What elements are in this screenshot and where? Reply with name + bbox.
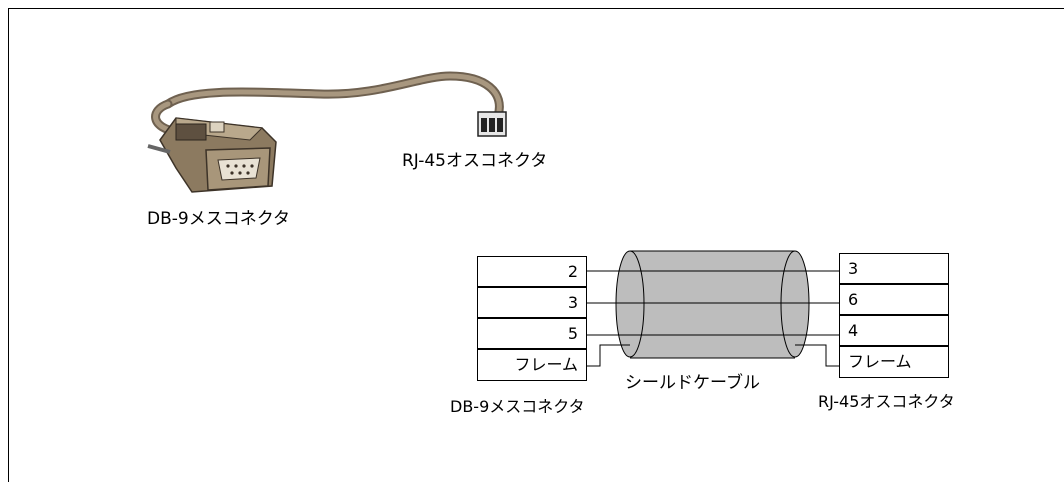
db9-connector-image bbox=[147, 117, 277, 193]
rj45-connector-image bbox=[477, 111, 507, 137]
db9-pin-2: 2 bbox=[477, 256, 587, 287]
rj45-pin-6: 6 bbox=[839, 284, 949, 315]
frame-left-border bbox=[8, 8, 9, 482]
rj45-diagram-label: RJ-45オスコネクタ bbox=[818, 392, 955, 411]
db9-photo-label: DB-9メスコネクタ bbox=[147, 209, 291, 229]
rj45-pin-3: 3 bbox=[839, 253, 949, 284]
db9-diagram-label: DB-9メスコネクタ bbox=[450, 397, 585, 416]
rj45-pin-4: 4 bbox=[839, 315, 949, 346]
frame-top-border bbox=[8, 8, 1064, 9]
db9-pin-frame: フレーム bbox=[477, 349, 587, 381]
cable-label: シールドケーブル bbox=[625, 373, 760, 393]
db9-pin-3: 3 bbox=[477, 287, 587, 318]
shielded-cable bbox=[615, 250, 810, 359]
rj45-pin-frame: フレーム bbox=[839, 346, 949, 378]
pin-wires bbox=[587, 270, 839, 367]
rj45-photo-label: RJ-45オスコネクタ bbox=[402, 151, 548, 171]
db9-pin-5: 5 bbox=[477, 318, 587, 349]
